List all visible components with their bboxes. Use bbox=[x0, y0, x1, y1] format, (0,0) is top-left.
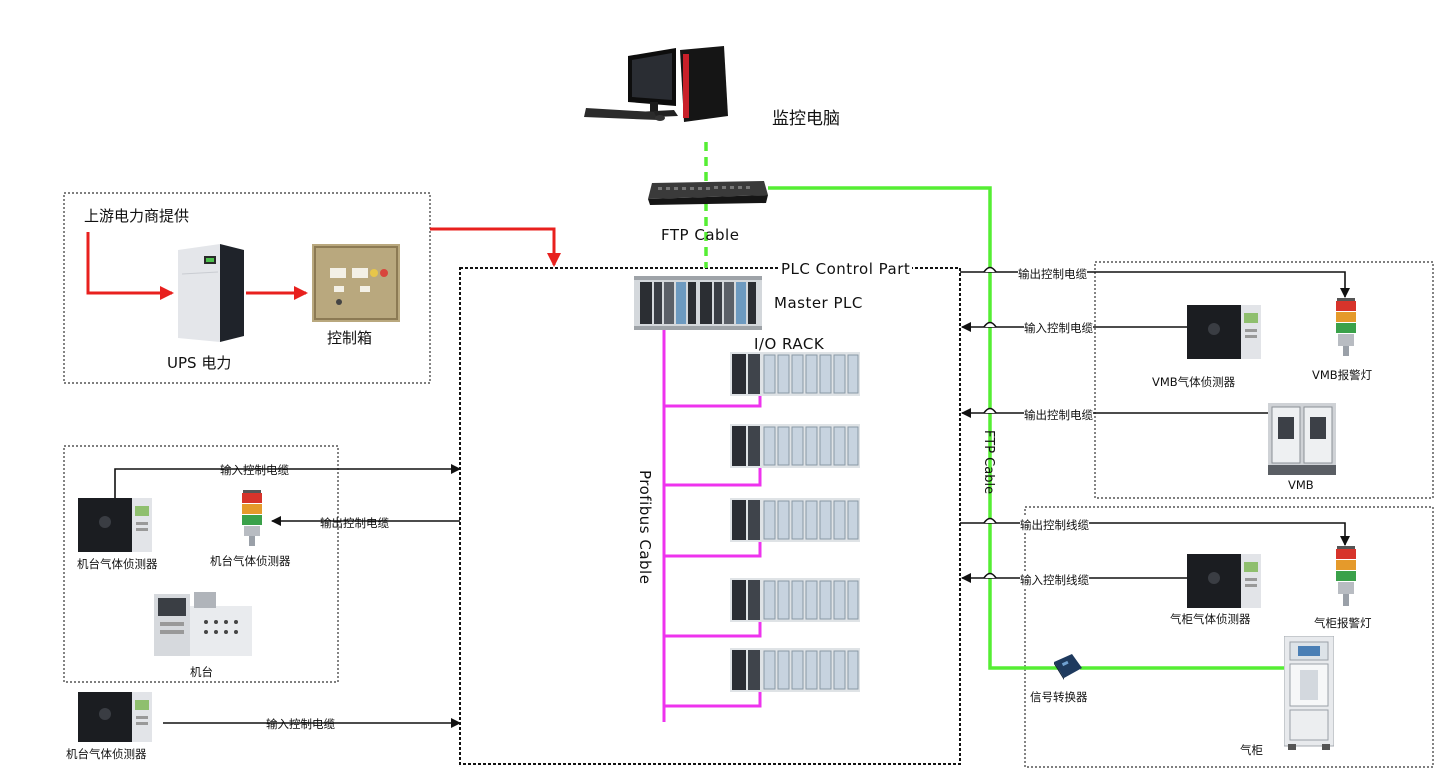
profibus-cable-label: Profibus Cable bbox=[636, 470, 654, 585]
alarm-lamp-icon bbox=[1334, 546, 1358, 606]
monitoring-computer-label: 监控电脑 bbox=[772, 109, 840, 129]
power-line-source-to-ups bbox=[86, 232, 174, 300]
plc-control-part-label: PLC Control Part bbox=[779, 260, 913, 278]
ftp-cable-vertical-label: FTP Cable bbox=[981, 430, 996, 495]
signal-converter-label: 信号转换器 bbox=[1030, 690, 1088, 704]
crossing-hump bbox=[983, 517, 997, 524]
left-output-cable-label: 输出控制电缆 bbox=[320, 516, 389, 530]
cabinet-detector-label: 气柜气体侦测器 bbox=[1170, 612, 1251, 626]
cabinet-output-cable-label: 输出控制线缆 bbox=[1020, 517, 1089, 533]
left-lamp-label: 机台气体侦测器 bbox=[210, 554, 291, 568]
control-box-icon bbox=[312, 244, 400, 322]
gas-detector-icon bbox=[78, 692, 152, 742]
io-rack-icon bbox=[730, 352, 860, 396]
ups-cabinet-icon bbox=[178, 244, 246, 342]
cabinet-group-box bbox=[1024, 506, 1434, 768]
cabinet-output-cable-line bbox=[960, 522, 1350, 546]
monitoring-computer-icon bbox=[584, 44, 744, 124]
left-input-cable-label: 输入控制电缆 bbox=[220, 463, 289, 477]
crossing-hump bbox=[983, 407, 997, 414]
gas-detector-icon bbox=[1187, 305, 1261, 359]
control-box-label: 控制箱 bbox=[327, 329, 373, 347]
vmb-unit-icon bbox=[1268, 403, 1336, 475]
power-source-label: 上游电力商提供 bbox=[84, 207, 190, 225]
power-line-to-plc bbox=[430, 227, 561, 267]
master-plc-icon bbox=[634, 276, 762, 330]
vmb-output-cable-1-label: 输出控制电缆 bbox=[1018, 266, 1087, 282]
vmb-output-cable-1-line bbox=[960, 271, 1350, 298]
left-detector-label: 机台气体侦测器 bbox=[77, 557, 158, 571]
gas-detector-icon bbox=[78, 498, 152, 552]
alarm-lamp-icon bbox=[240, 490, 264, 546]
network-switch-icon bbox=[646, 181, 768, 205]
profibus-drop-2 bbox=[664, 466, 762, 487]
bottom-left-detector-label: 机台气体侦测器 bbox=[66, 747, 147, 761]
profibus-drop-5 bbox=[664, 690, 762, 708]
machine-tool-icon bbox=[154, 588, 252, 658]
profibus-drop-3 bbox=[664, 540, 762, 558]
io-rack-icon bbox=[730, 498, 860, 542]
ftp-cable-label: FTP Cable bbox=[661, 226, 740, 244]
vmb-input-cable-label: 输入控制电缆 bbox=[1024, 320, 1093, 336]
gas-cabinet-label: 气柜 bbox=[1240, 743, 1263, 757]
io-rack-icon bbox=[730, 648, 860, 692]
crossing-hump bbox=[983, 572, 997, 579]
left-device-group-box bbox=[63, 445, 339, 683]
ftp-line-switch-to-converter bbox=[768, 186, 1062, 670]
bottom-left-input-cable-label: 输入控制电缆 bbox=[266, 717, 335, 731]
crossing-hump bbox=[983, 321, 997, 328]
io-rack-icon bbox=[730, 578, 860, 622]
alarm-lamp-icon bbox=[1334, 298, 1358, 356]
master-plc-label: Master PLC bbox=[774, 294, 863, 312]
vmb-detector-label: VMB气体侦测器 bbox=[1152, 375, 1236, 389]
plc-control-part-box bbox=[459, 267, 961, 765]
profibus-drop-1 bbox=[664, 392, 762, 408]
vmb-output-cable-2-label: 输出控制电缆 bbox=[1024, 407, 1093, 423]
io-rack-label: I/O RACK bbox=[754, 335, 825, 353]
power-group-box bbox=[63, 192, 431, 384]
gas-detector-icon bbox=[1187, 554, 1261, 608]
left-input-cable-line bbox=[114, 464, 461, 498]
signal-converter-icon bbox=[1052, 654, 1084, 680]
machine-label: 机台 bbox=[190, 665, 213, 679]
vmb-label: VMB bbox=[1288, 478, 1314, 492]
cabinet-lamp-label: 气柜报警灯 bbox=[1314, 616, 1372, 630]
profibus-drop-4 bbox=[664, 620, 762, 638]
ups-label: UPS 电力 bbox=[167, 354, 232, 372]
cabinet-input-cable-label: 输入控制线缆 bbox=[1020, 572, 1089, 588]
crossing-hump bbox=[983, 266, 997, 273]
io-rack-icon bbox=[730, 424, 860, 468]
vmb-group-box bbox=[1094, 261, 1434, 499]
gas-cabinet-icon bbox=[1283, 635, 1335, 750]
vmb-lamp-label: VMB报警灯 bbox=[1312, 368, 1373, 382]
